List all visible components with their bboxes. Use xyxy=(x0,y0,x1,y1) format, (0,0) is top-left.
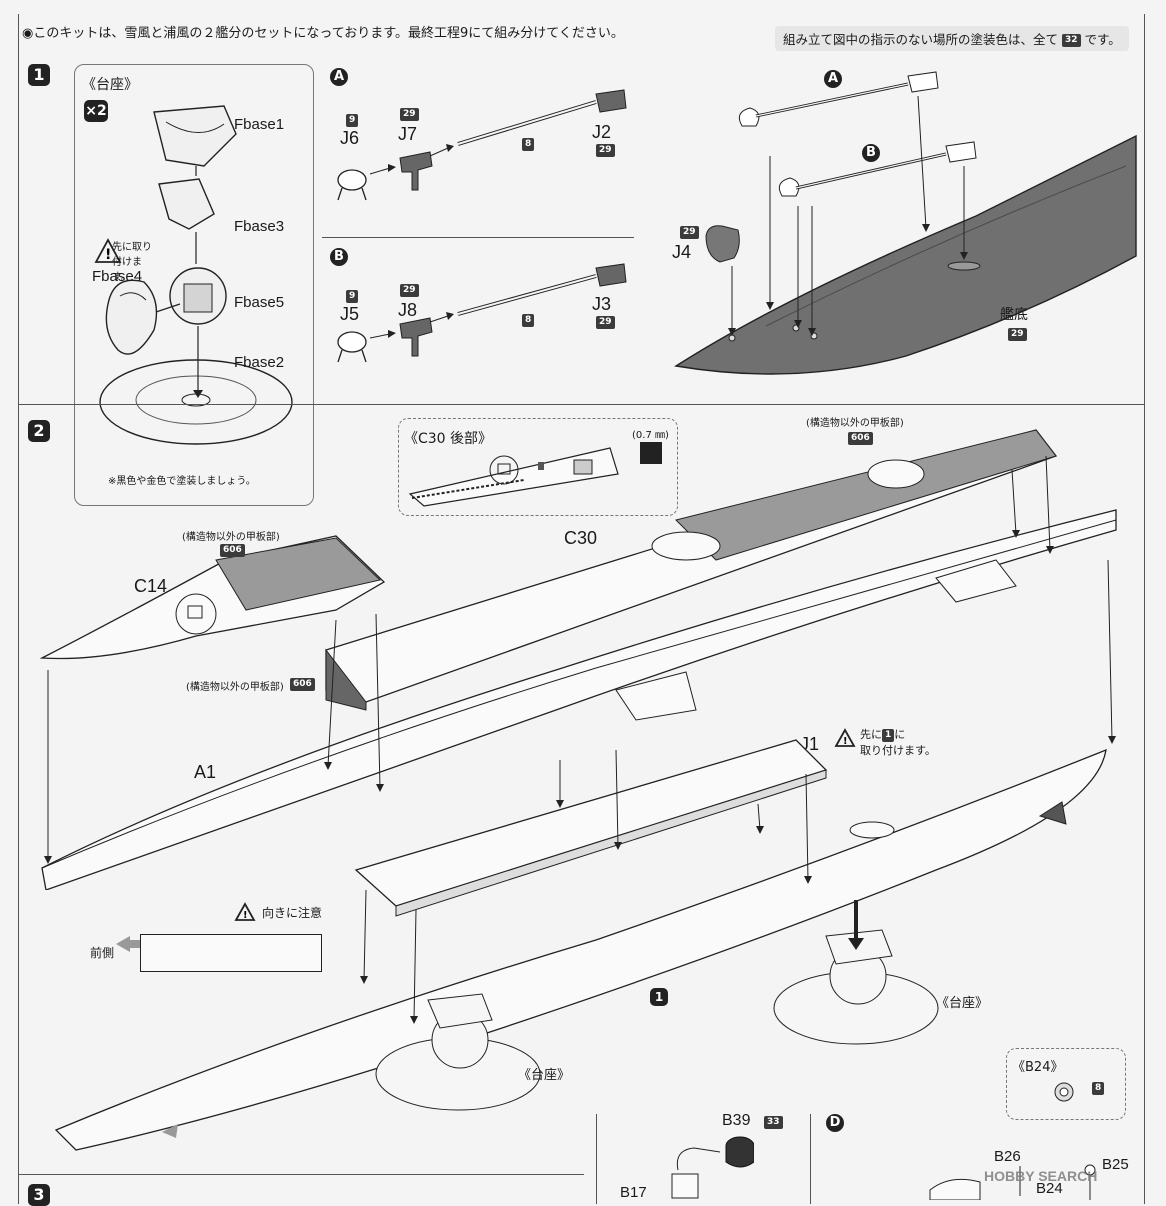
bow-label: 前側 xyxy=(90,946,115,960)
deck-note-1: (構造物以外の甲板部) xyxy=(806,418,904,429)
sub-a-badge: A xyxy=(330,68,348,86)
svg-text:!: ! xyxy=(105,247,111,263)
paint-code-badge: 32 xyxy=(1062,34,1081,47)
part-fbase3: Fbase3 xyxy=(234,218,285,235)
base-illustration: ! xyxy=(94,105,293,445)
part-j2: J2 xyxy=(592,122,612,142)
multiplier-badge: ×2 xyxy=(84,100,108,122)
base-panel-title: 《台座》 xyxy=(82,77,138,93)
hull-sub-b-badge: B xyxy=(862,144,880,162)
kit-note: ◉このキットは、雪風と浦風の２艦分のセットになっております。最終工程9にて組み分… xyxy=(22,26,624,41)
b24-code: 8 xyxy=(1092,1082,1105,1095)
j8-code: 29 xyxy=(400,284,419,297)
paint-note-prefix: 組み立て図中の指示のない場所の塗装色は、全て xyxy=(783,32,1059,47)
c30-rear-deck xyxy=(408,447,619,507)
part-b26: B26 xyxy=(994,1148,1021,1165)
part-b39: B39 xyxy=(722,1112,751,1129)
b24-inset xyxy=(1006,1048,1126,1120)
svg-text:!: ! xyxy=(243,910,248,921)
part-j4: J4 xyxy=(672,242,692,262)
bottom-vdivider-1 xyxy=(596,1114,597,1204)
step-divider xyxy=(18,404,1144,405)
b24-inset-label: 《B24》 xyxy=(1012,1060,1064,1075)
part-fbase5: Fbase5 xyxy=(234,294,285,311)
j1-caution-part3: 取り付けます。 xyxy=(860,744,936,757)
orientation-caution-icon: ! xyxy=(234,902,256,921)
sub-divider xyxy=(322,237,634,238)
hull-sub-a-badge: A xyxy=(824,70,842,88)
j2-code: 29 xyxy=(596,144,615,157)
orientation-caution: 向きに注意 xyxy=(262,906,323,920)
part-b17: B17 xyxy=(620,1184,647,1201)
part-j8: J8 xyxy=(398,300,418,320)
base-paint-note: ※黒色や金色で塗装しましょう。 xyxy=(108,476,256,487)
hull-bottom-illustration xyxy=(674,71,1137,375)
j6-code: 9 xyxy=(346,114,359,127)
part-fbase1: Fbase1 xyxy=(234,116,285,133)
part-fbase2: Fbase2 xyxy=(234,354,285,371)
svg-text:!: ! xyxy=(843,736,848,747)
sub-d-badge: D xyxy=(826,1114,844,1132)
paint-note-suffix: です。 xyxy=(1084,32,1121,47)
part-b24: B24 xyxy=(1036,1180,1063,1197)
watermark: HOBBY SEARCH xyxy=(984,1168,1098,1184)
part-j7: J7 xyxy=(398,124,418,144)
j1-step-ref: 1 xyxy=(882,728,895,742)
bottom-divider-left xyxy=(18,1174,584,1175)
sub-b-illustration xyxy=(337,263,627,363)
lower-hull-illustration xyxy=(54,739,1107,1151)
j7-code: 29 xyxy=(400,108,419,121)
upper-hull-illustration xyxy=(39,429,1117,890)
part-c30: C30 xyxy=(564,528,598,548)
orientation-diagram xyxy=(140,934,322,972)
deck-code-1: 606 xyxy=(848,432,873,445)
part-j6: J6 xyxy=(340,128,360,148)
c30-rear-label: 《C30 後部》 xyxy=(404,431,493,447)
part-j5: J5 xyxy=(340,304,360,324)
b24-part-icon xyxy=(1054,1082,1074,1102)
step-1-badge: 1 xyxy=(28,64,50,86)
step-ref-1: 1 xyxy=(650,988,668,1006)
base-label-left: 《台座》 xyxy=(518,1068,571,1083)
paint-note: 組み立て図中の指示のない場所の塗装色は、全て 32 です。 xyxy=(775,26,1129,51)
step-2-badge: 2 xyxy=(28,420,50,442)
part-j3: J3 xyxy=(592,294,612,314)
j3-code: 29 xyxy=(596,316,615,329)
hull-bottom-code: 29 xyxy=(1008,328,1027,341)
part-c14: C14 xyxy=(134,576,168,596)
d-illustration xyxy=(929,1164,1096,1200)
b-rod-code: 8 xyxy=(522,314,535,327)
j1-caution-part1: 先に xyxy=(860,728,882,741)
page-right-border xyxy=(1144,14,1145,1204)
j1-caution-icon: ! xyxy=(834,728,856,747)
deck-note-2: (構造物以外の甲板部) xyxy=(182,532,280,543)
b39-illustration xyxy=(671,1136,754,1199)
drill-icon xyxy=(640,442,662,464)
hull-bottom-label: 艦底 xyxy=(1000,307,1028,323)
j1-caution-part2: に xyxy=(894,728,906,741)
step-3-badge: 3 xyxy=(28,1184,50,1206)
sub-b-badge: B xyxy=(330,248,348,266)
deck-code-2: 606 xyxy=(220,544,245,557)
c30-rear-inset xyxy=(398,418,678,516)
part-fbase4: Fbase4 xyxy=(92,268,143,285)
bottom-vdivider-2 xyxy=(810,1114,811,1204)
base-caution-text: 先に取り付けます。 xyxy=(112,242,152,283)
base-label-right: 《台座》 xyxy=(936,996,989,1011)
sub-a-illustration xyxy=(337,89,627,201)
deck-code-3: 606 xyxy=(290,678,315,691)
j5-code: 9 xyxy=(346,290,359,303)
deck-note-3: (構造物以外の甲板部) xyxy=(186,682,284,693)
part-a1: A1 xyxy=(194,762,217,782)
thickness-note: (0.7 ㎜) xyxy=(632,430,669,441)
page-left-border xyxy=(18,14,19,1204)
base-panel xyxy=(74,64,314,506)
b39-code: 33 xyxy=(764,1116,783,1129)
part-b25: B25 xyxy=(1102,1156,1129,1173)
a-rod-code: 8 xyxy=(522,138,535,151)
j4-code: 29 xyxy=(680,226,699,239)
